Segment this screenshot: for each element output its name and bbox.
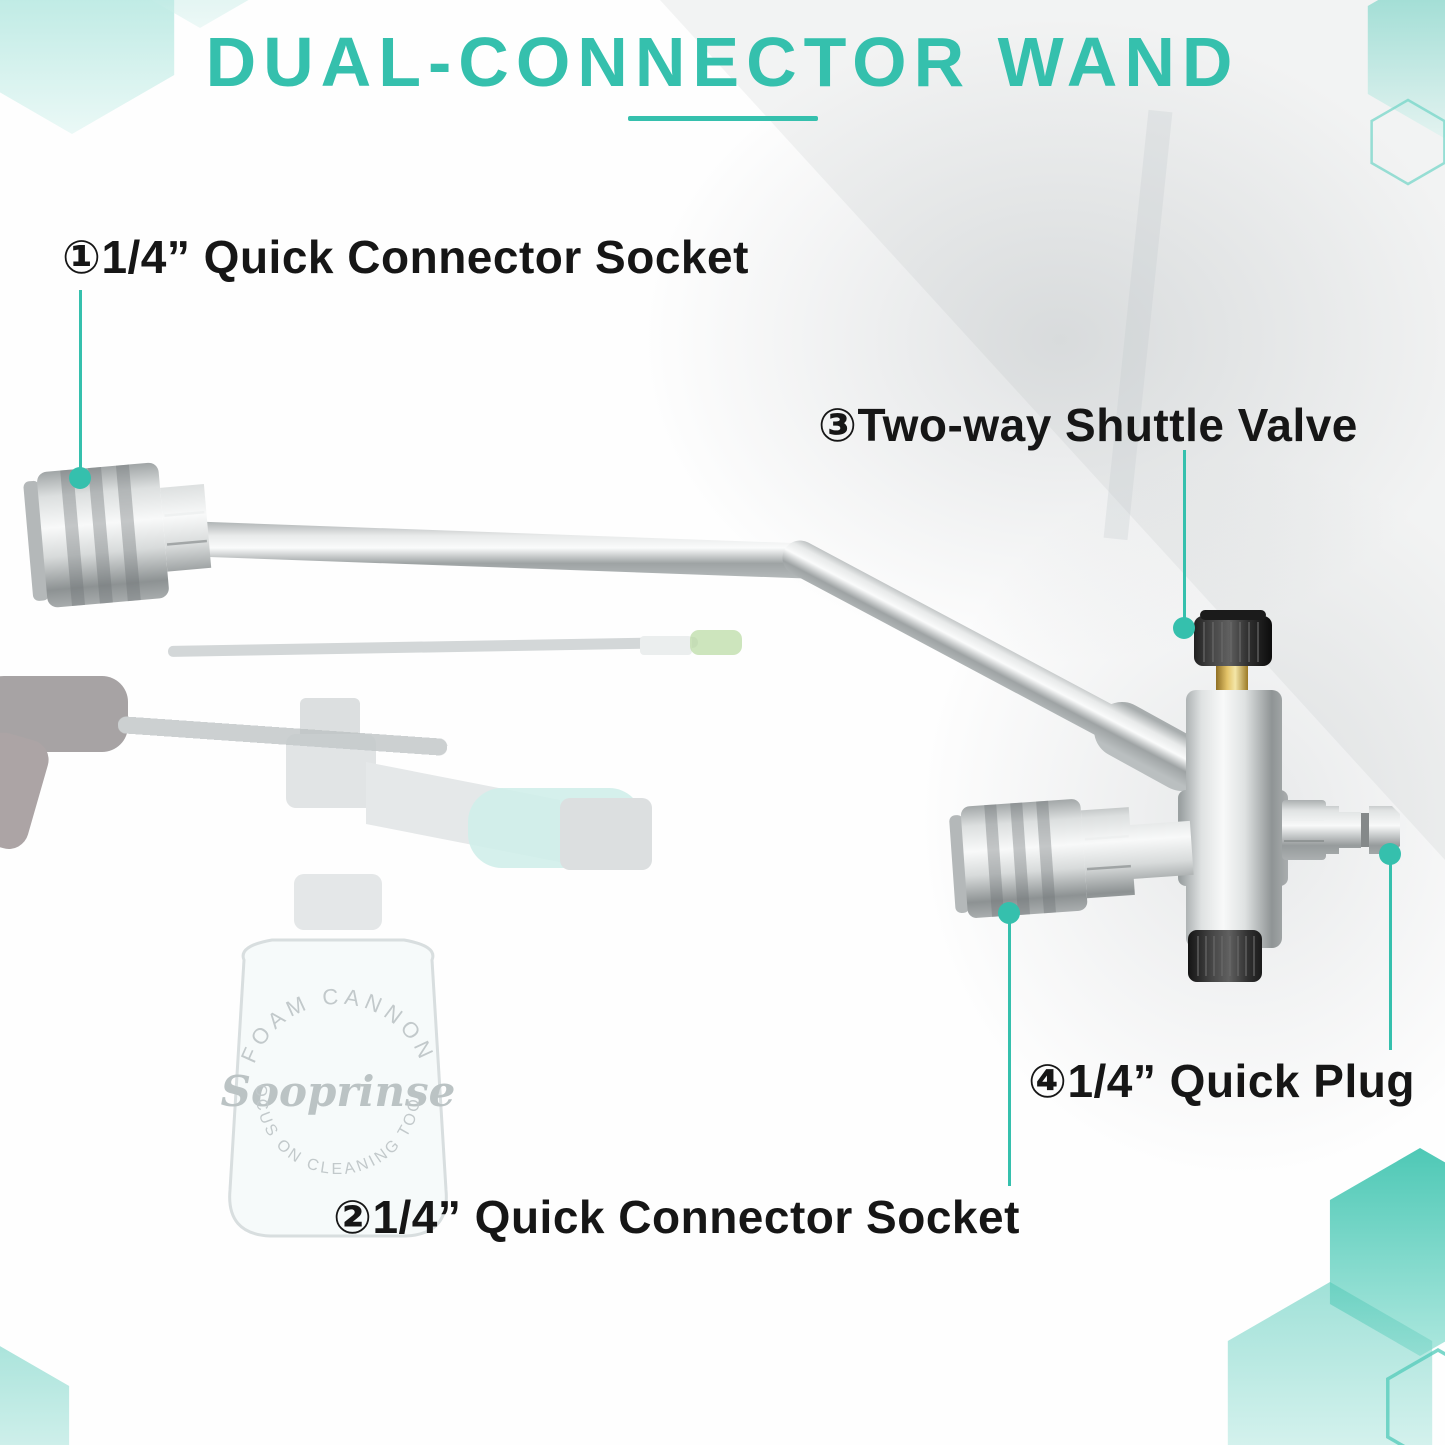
valve-bottom-knob	[1188, 930, 1262, 982]
faded-green-nozzle	[690, 630, 742, 655]
callout-1-quick-connector-socket: ①1/4” Quick Connector Socket	[62, 231, 749, 283]
callout-3-two-way-shuttle-valve: ③Two-way Shuttle Valve	[818, 399, 1358, 451]
leader-dot-4	[1379, 843, 1401, 865]
faded-spray-gun	[0, 630, 742, 849]
faded-foam-cannon-body	[286, 698, 652, 930]
wand-tube	[178, 521, 1210, 791]
leader-line-2	[1008, 922, 1011, 1186]
leader-line-3	[1183, 450, 1186, 620]
valve-cross-boss	[1178, 790, 1288, 886]
valve-inlet-fitting	[1094, 702, 1210, 791]
leader-line-4	[1389, 863, 1392, 1050]
watermark-brand: Sooprinse	[221, 1067, 456, 1116]
quick-connector-socket-1	[23, 462, 212, 608]
page-title: DUAL-CONNECTOR WAND	[205, 23, 1240, 101]
quick-connector-socket-2	[949, 799, 1194, 918]
leader-dot-3	[1173, 617, 1195, 639]
valve-top-knob	[1194, 616, 1272, 666]
two-way-shuttle-valve	[1178, 610, 1288, 982]
callout-4-quick-plug: ④1/4” Quick Plug	[1028, 1055, 1415, 1107]
photo-pole	[1103, 109, 1173, 541]
header: DUAL-CONNECTOR WAND	[0, 22, 1445, 121]
leader-dot-1	[69, 467, 91, 489]
leader-dot-2	[998, 902, 1020, 924]
leader-line-1	[79, 290, 82, 470]
callout-2-quick-connector-socket: ②1/4” Quick Connector Socket	[333, 1191, 1020, 1243]
title-underline	[627, 116, 818, 121]
quick-plug	[1282, 800, 1400, 860]
